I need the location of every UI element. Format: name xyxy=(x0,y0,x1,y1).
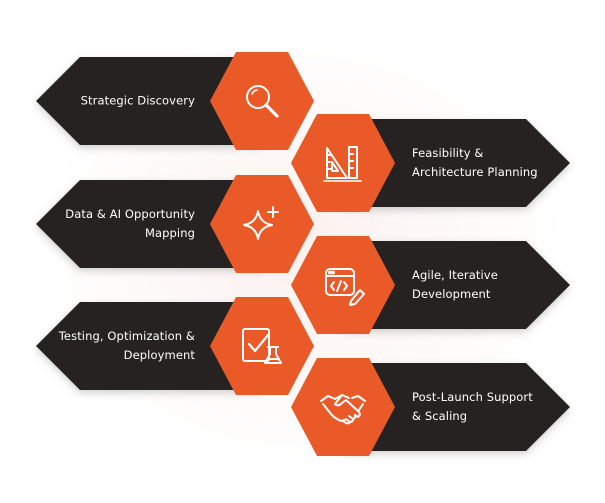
step-2-hexagon xyxy=(291,114,395,212)
step-5-hexagon xyxy=(210,297,314,395)
handshake-icon xyxy=(320,394,366,425)
step-3-label: Data & AI Opportunity Mapping xyxy=(65,207,195,240)
step-4-hexagon xyxy=(291,236,395,334)
checklist-flask-icon xyxy=(242,328,282,364)
step-3-band xyxy=(36,180,262,268)
step-1-band xyxy=(36,57,262,145)
step-2-label: Feasibility & Architecture Planning xyxy=(412,146,538,179)
step-4-label: Agile, Iterative Development xyxy=(412,268,498,301)
step-6-hexagon xyxy=(291,358,395,456)
sparkle-icon xyxy=(243,206,279,240)
step-5-label: Testing, Optimization & Deployment xyxy=(58,329,195,362)
step-6-label: Post-Launch Support & Scaling xyxy=(412,390,533,423)
code-window-icon xyxy=(325,268,365,306)
ruler-triangle-icon xyxy=(323,146,362,182)
step-1-hexagon xyxy=(210,52,314,150)
step-1-label: Strategic Discovery xyxy=(80,93,195,108)
step-2-band xyxy=(343,119,570,207)
step-3-hexagon xyxy=(210,175,314,273)
search-icon xyxy=(246,85,279,118)
step-6-band xyxy=(343,363,570,451)
step-5-band xyxy=(36,302,262,390)
step-4-band xyxy=(343,241,570,329)
